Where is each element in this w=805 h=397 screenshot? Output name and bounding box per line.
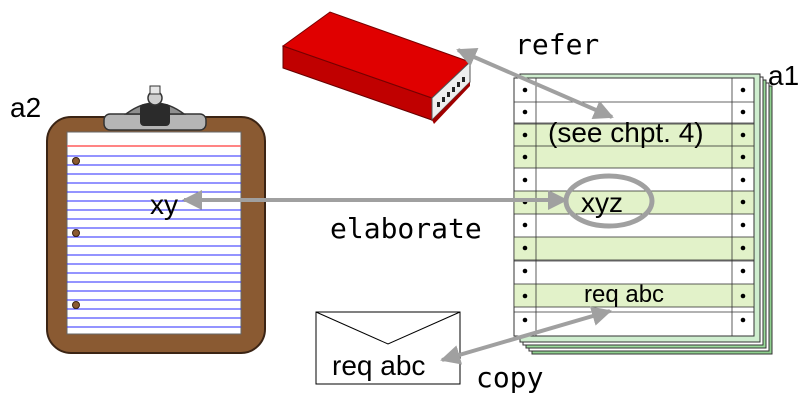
listing-req-text: req abc xyxy=(584,281,665,308)
envelope-icon xyxy=(315,311,461,385)
listing-page xyxy=(513,77,755,337)
elaborate-label: elaborate xyxy=(330,212,482,245)
clipboard-id-label: a2 xyxy=(10,92,42,123)
clipboard-icon xyxy=(46,85,266,354)
listing-id-label: a1 xyxy=(768,60,800,91)
clip-icon xyxy=(103,85,207,131)
copy-arrow xyxy=(440,306,612,365)
refer-arrow xyxy=(456,48,614,119)
chapter-reference-text: (see chpt. 4) xyxy=(548,117,704,148)
copy-label: copy xyxy=(476,361,544,394)
xyz-text: xyz xyxy=(581,187,623,218)
book-icon xyxy=(281,11,471,124)
envelope-req-text: req abc xyxy=(332,350,426,381)
xy-text: xy xyxy=(150,189,178,220)
refer-label: refer xyxy=(515,28,600,61)
